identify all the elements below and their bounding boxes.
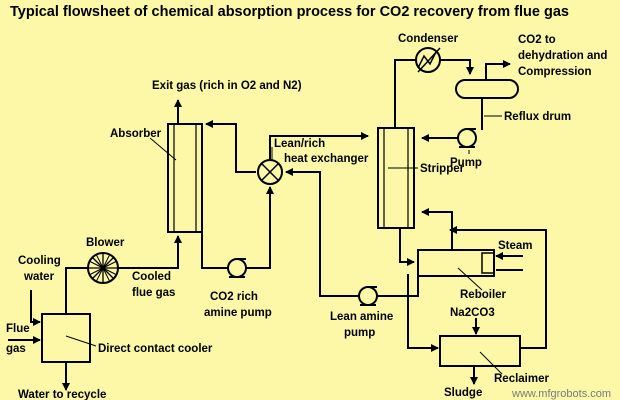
blower-label: Blower — [86, 237, 125, 249]
flue-gas-label-line2: gas — [6, 343, 26, 355]
co2-rich-pump-label-line2: amine pump — [204, 307, 272, 319]
co2-product-label-line3: Compression — [518, 66, 592, 78]
stripper-label: Stripper — [420, 163, 465, 175]
na2co3-label: Na2CO3 — [450, 307, 495, 319]
condenser-icon — [415, 47, 441, 73]
reboiler-vapor-line — [421, 208, 453, 250]
equipment — [41, 47, 521, 367]
co2-rich-pump-label-line1: CO2 rich — [210, 291, 258, 303]
diagram-labels: Exit gas (rich in O2 and N2) Absorber Le… — [6, 33, 611, 400]
reclaimer — [439, 335, 521, 367]
lean-amine-pump-icon — [358, 286, 378, 306]
reflux-pump-icon — [457, 128, 477, 148]
diagram-title: Typical flowsheet of chemical absorption… — [10, 4, 569, 20]
condenser-to-drum-line — [440, 59, 474, 75]
sludge-label: Sludge — [444, 387, 482, 399]
stripper-to-reboiler-line — [399, 228, 415, 266]
cooler-leader — [65, 335, 97, 347]
co2-rich-amine-pump-icon — [227, 258, 247, 278]
cooled-flue-gas-line — [118, 235, 182, 269]
water-recycle-label: Water to recycle — [18, 389, 106, 400]
reboiler-label: Reboiler — [460, 289, 507, 301]
stripper-to-condenser-line — [394, 59, 416, 128]
cooling-water-label-line2: water — [23, 271, 55, 283]
condenser-label: Condenser — [398, 33, 459, 45]
stripper-column — [377, 127, 415, 229]
reboiler — [417, 249, 495, 277]
watermark-text: www.mfgrobots.com — [511, 388, 611, 400]
absorber-column — [167, 123, 203, 233]
cooling-water-label-line1: Cooling — [18, 255, 61, 267]
lean-to-absorber-line — [205, 120, 256, 173]
lean-to-exchanger-line — [285, 168, 358, 297]
heat-exchanger-icon — [257, 159, 283, 185]
reclaimer-recycle-line — [449, 226, 547, 349]
cooled-flue-gas-label-line1: Cooled — [132, 271, 171, 283]
reclaimer-leader — [479, 351, 503, 375]
absorber-label: Absorber — [110, 128, 162, 140]
exit-gas-label: Exit gas (rich in O2 and N2) — [152, 80, 302, 92]
pump-label: Pump — [450, 157, 482, 169]
co2-product-label-line2: dehydration and — [518, 50, 607, 62]
leader-lines — [65, 115, 503, 375]
reboiler-to-reclaimer-line — [407, 274, 439, 352]
heat-exchanger-label-line2: heat exchanger — [284, 153, 369, 165]
steam-label: Steam — [498, 240, 533, 252]
heat-exchanger-label-line1: Lean/rich — [274, 138, 325, 150]
absorber-leader — [149, 137, 177, 161]
flue-gas-label-line1: Flue — [6, 323, 30, 335]
rich-to-stripper-line — [269, 132, 369, 159]
reboiler-leader — [457, 267, 483, 291]
reclaimer-label: Reclaimer — [494, 373, 550, 385]
reboiler-to-lean-pump-line — [378, 274, 419, 297]
lean-amine-pump-label-line2: pump — [344, 327, 375, 339]
cooler-label: Direct contact cooler — [98, 343, 213, 355]
co2-product-line — [485, 60, 511, 80]
process-lines — [8, 59, 547, 391]
rich-amine-line-a — [201, 232, 228, 269]
reflux-drum-label: Reflux drum — [504, 111, 571, 123]
cooler-to-blower-line — [65, 267, 88, 314]
cooled-flue-gas-label-line2: flue gas — [132, 287, 175, 299]
co2-product-label-line1: CO2 to — [518, 34, 556, 46]
rich-amine-line-b — [246, 186, 274, 269]
cooling-water-line — [30, 290, 41, 326]
lean-amine-pump-label-line1: Lean amine — [330, 311, 393, 323]
direct-contact-cooler — [41, 313, 91, 363]
reflux-drum — [455, 79, 519, 99]
blower-icon — [87, 252, 119, 284]
